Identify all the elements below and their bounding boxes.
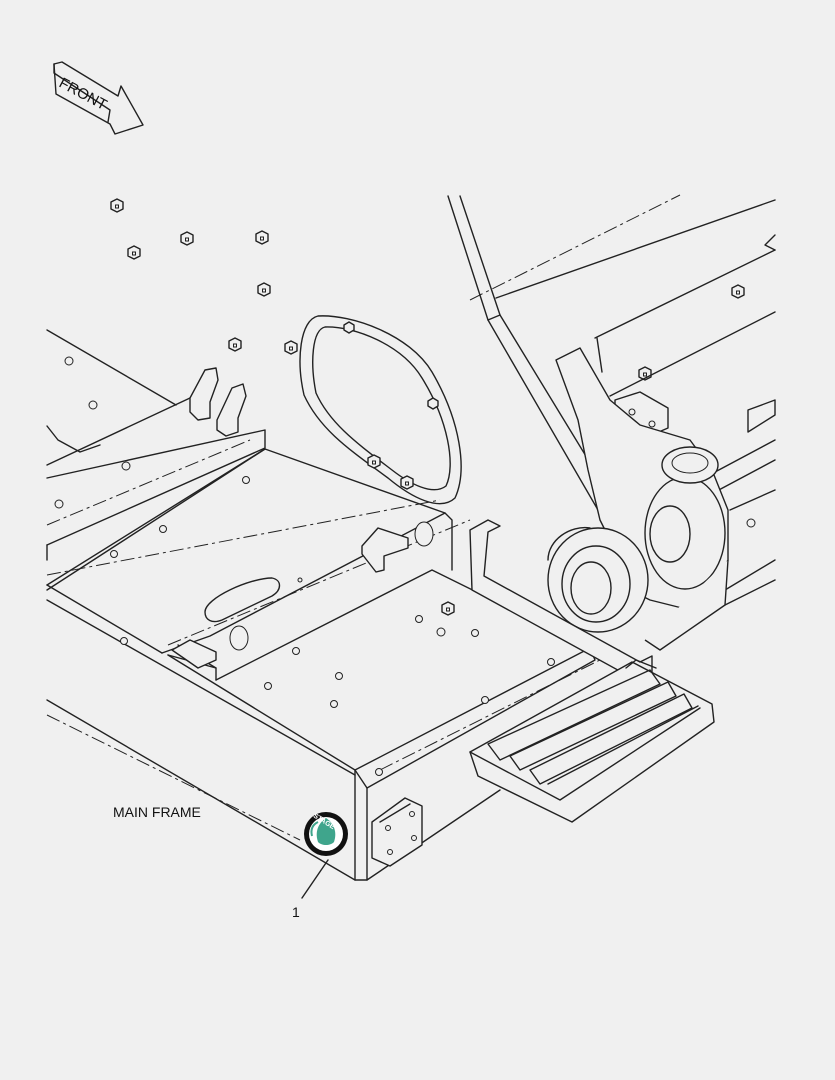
- callout-number-1: 1: [292, 904, 300, 920]
- callout-leader-1: [301, 859, 329, 899]
- main-frame-label: MAIN FRAME: [113, 804, 201, 820]
- stage-v-badge: STAGE V: [304, 812, 348, 856]
- nut: [110, 198, 124, 213]
- nut: [257, 282, 271, 297]
- loose-nuts: [110, 198, 745, 640]
- nut: [228, 337, 242, 352]
- oval-plate: [299, 315, 462, 505]
- boom-foot-bracket: [547, 347, 729, 651]
- main-frame-body: [46, 448, 621, 881]
- nut: [180, 231, 194, 246]
- nut: [284, 340, 298, 355]
- badge-leaf-icon: [316, 818, 336, 845]
- front-direction-arrow: FRONT: [53, 61, 144, 135]
- nut: [441, 601, 455, 616]
- nut: [255, 230, 269, 245]
- left-upper-frame: [46, 329, 266, 591]
- hook-brackets: [189, 367, 247, 437]
- step: [469, 659, 715, 823]
- rubber-pad: [371, 797, 423, 867]
- nut: [127, 245, 141, 260]
- nut: [731, 284, 745, 299]
